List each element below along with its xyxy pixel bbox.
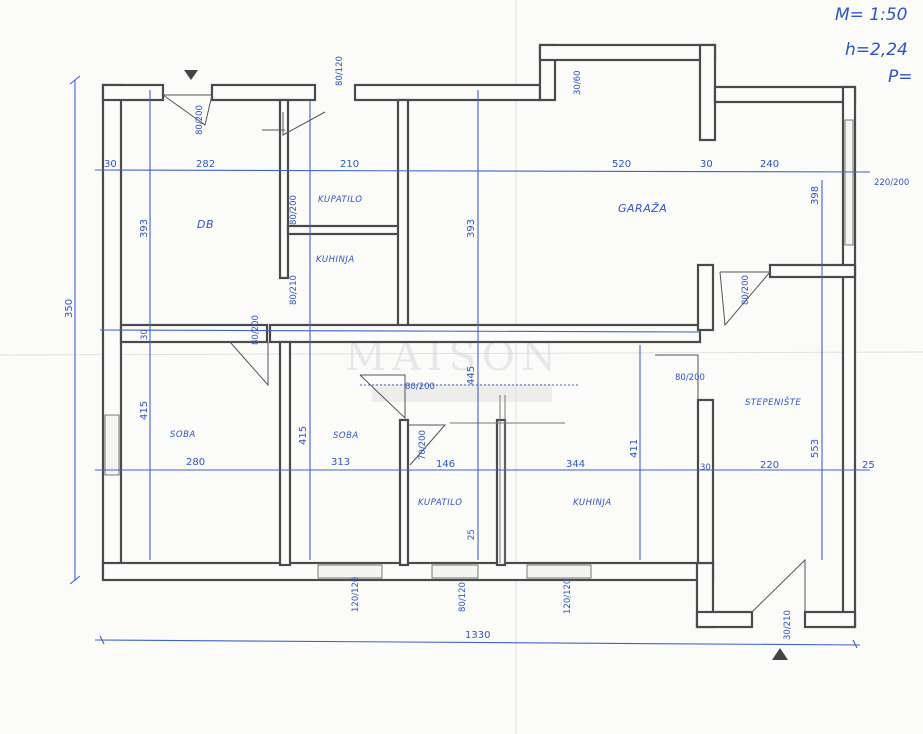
dim-80-120: 80/120 <box>335 56 345 86</box>
wall-garage-step-right <box>698 43 717 142</box>
dim-393: 393 <box>466 219 477 238</box>
fold-line <box>0 351 923 356</box>
dim-80-200: 80/200 <box>289 195 299 225</box>
wall-kupatilo-left <box>398 418 410 567</box>
wall-top-left <box>101 83 165 102</box>
wall-top-right <box>713 85 857 104</box>
dim-445: 445 <box>466 366 477 385</box>
dim-80-120: 80/120 <box>458 582 468 612</box>
dim-411: 411 <box>629 439 640 458</box>
dim-80-200: 80/200 <box>195 105 205 135</box>
entrance-arrow-icon <box>184 70 198 80</box>
wall-bottom-step-a <box>695 610 754 629</box>
dim-30: 30 <box>700 463 711 473</box>
room-label-soba-left: SOBA <box>170 430 196 440</box>
dim-210: 210 <box>340 159 359 170</box>
notes: M= 1:50 h=2,24 P= <box>835 5 913 87</box>
window-kuhinja <box>526 564 592 579</box>
dim-415: 415 <box>298 426 309 445</box>
dim-80-210: 80/210 <box>289 275 299 305</box>
window-left <box>104 414 120 476</box>
dim-553: 553 <box>810 439 821 458</box>
wall-garage-step-top <box>538 43 717 62</box>
dimension-lines <box>69 75 871 649</box>
window-kupatilo <box>431 564 479 579</box>
wall-garage-left <box>396 98 410 328</box>
dim-30-210: 30/210 <box>783 610 793 640</box>
window-right <box>844 119 854 246</box>
wall-kupatilo-right <box>495 418 507 567</box>
wall-db-right <box>278 98 290 280</box>
dim-30: 30 <box>104 159 117 170</box>
room-label-soba-mid: SOBA <box>333 431 359 441</box>
entrance-arrow-icon <box>772 648 788 660</box>
wall-top-db <box>210 83 317 102</box>
dim-220-200: 220/200 <box>874 178 909 188</box>
room-label-db: DB <box>197 218 214 231</box>
dim-120-120: 120/120 <box>563 579 573 614</box>
dim-240: 240 <box>760 159 779 170</box>
room-labels: DB KUPATILO KUHINJA GARAŽA SOBA SOBA KUP… <box>170 195 801 508</box>
dim-80-200: 80/200 <box>741 275 751 305</box>
dim-415: 415 <box>139 401 150 420</box>
dim-25: 25 <box>467 529 477 540</box>
dim-30-60: 30/60 <box>573 71 583 96</box>
height-note: h=2,24 <box>845 40 908 60</box>
dim-30: 30 <box>140 329 150 340</box>
dim-80-200: 80/200 <box>251 315 261 345</box>
room-label-kupatilo-bottom: KUPATILO <box>418 498 462 508</box>
dim-80-200: 80/200 <box>405 382 435 392</box>
scale-note: M= 1:50 <box>835 5 908 25</box>
dim-280: 280 <box>186 457 205 468</box>
wall-step-lower <box>696 398 715 565</box>
doors <box>162 94 806 613</box>
dim-398: 398 <box>810 186 821 205</box>
dim-120-120: 120/120 <box>351 577 361 612</box>
dim-220: 220 <box>760 460 779 471</box>
dim-344: 344 <box>566 459 585 470</box>
dim-30: 30 <box>700 159 713 170</box>
wall-mid-left <box>119 323 269 344</box>
wall-kupatilo-kuhinja <box>286 224 405 236</box>
dim-146: 146 <box>436 459 455 470</box>
wall-mid-right <box>268 323 702 344</box>
dim-25: 25 <box>862 460 875 471</box>
window-soba <box>317 564 383 579</box>
room-label-kupatilo-top: KUPATILO <box>318 195 362 205</box>
wall-bottom-step-b <box>803 610 857 629</box>
dimension-numbers: 30 282 210 520 30 240 220/200 393 393 39… <box>64 56 909 641</box>
wall-step-top <box>768 263 857 279</box>
area-note: P= <box>888 67 913 87</box>
wall-step-upper <box>696 263 715 332</box>
wall-top-garage <box>353 83 542 102</box>
dim-1330: 1330 <box>465 630 490 641</box>
dim-80-200: 80/200 <box>675 373 705 383</box>
walls <box>101 43 857 629</box>
room-label-garaza: GARAŽA <box>618 202 667 215</box>
room-label-kuhinja-top: KUHINJA <box>316 255 355 265</box>
dim-520: 520 <box>612 159 631 170</box>
room-label-stepeniste: STEPENIŠTE <box>745 396 801 408</box>
dim-393: 393 <box>139 219 150 238</box>
dim-282: 282 <box>196 159 215 170</box>
watermark-bar <box>372 384 552 402</box>
dim-350: 350 <box>64 299 75 318</box>
room-label-kuhinja-bottom: KUHINJA <box>573 498 612 508</box>
dim-70-200: 70/200 <box>418 430 428 460</box>
dim-313: 313 <box>331 457 350 468</box>
wall-soba-divider <box>278 340 292 567</box>
